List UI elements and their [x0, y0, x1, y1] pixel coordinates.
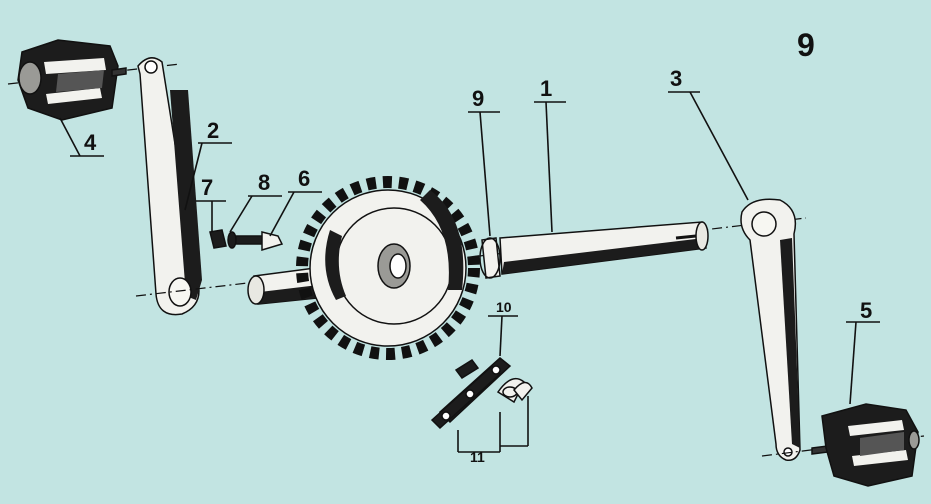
- leader-4: [59, 117, 81, 157]
- chainring: [296, 176, 480, 360]
- leader-5: [849, 321, 857, 405]
- label-8: 8: [258, 170, 270, 195]
- right-crank: [740, 198, 801, 462]
- leader-1: [545, 101, 553, 233]
- cotter-pin: [235, 231, 284, 252]
- leader-3: [689, 91, 749, 201]
- spacer-ring: [479, 237, 501, 279]
- cotter-nut: [209, 229, 227, 249]
- label-5: 5: [860, 298, 872, 323]
- leader-10: [499, 315, 503, 357]
- axle-right-shaft: [499, 221, 709, 275]
- chain-segment: [430, 357, 512, 430]
- leader-8: [229, 195, 253, 233]
- leader-6: [269, 191, 295, 237]
- label-4: 4: [84, 130, 97, 155]
- leader-9: [479, 111, 491, 237]
- label-6: 6: [298, 166, 310, 191]
- washer: [227, 231, 237, 249]
- label-2: 2: [207, 118, 219, 143]
- right-pedal: [761, 403, 925, 487]
- leader-2: [184, 142, 203, 211]
- label-3: 3: [670, 66, 682, 91]
- figure-number: 9: [797, 27, 815, 63]
- chain-link: [496, 377, 533, 404]
- label-1: 1: [540, 76, 552, 101]
- left-pedal: [7, 39, 181, 121]
- label-7: 7: [201, 175, 213, 200]
- label-11: 11: [470, 449, 485, 465]
- label-10: 10: [496, 299, 512, 315]
- left-crank: [137, 57, 202, 316]
- label-9: 9: [472, 86, 484, 111]
